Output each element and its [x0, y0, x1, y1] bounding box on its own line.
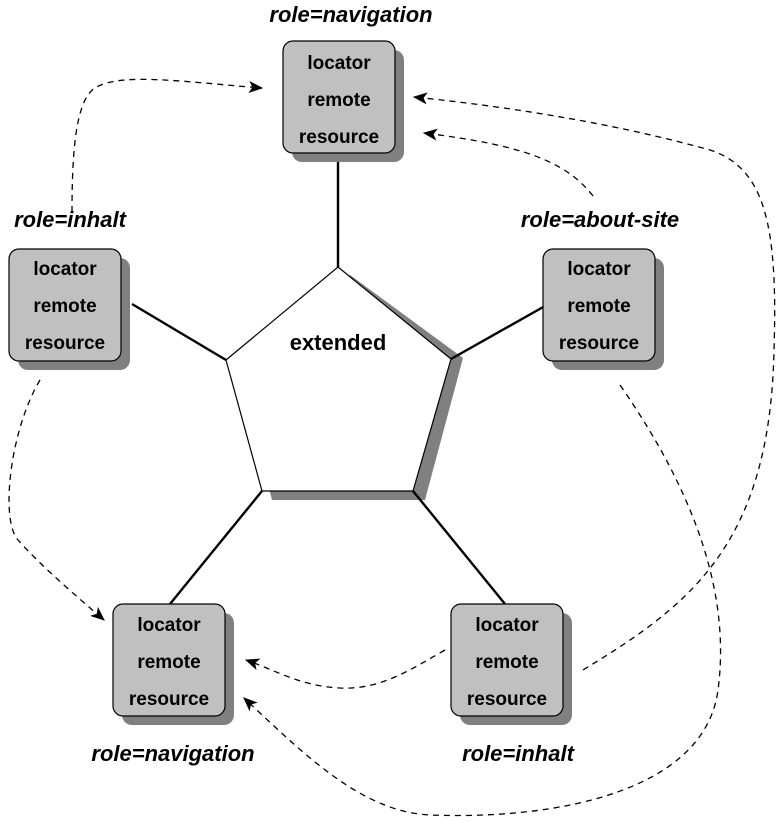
resource-top: locator remote resource role=navigation [269, 2, 433, 162]
traversal-left-to-bottom-left [8, 379, 105, 621]
resource-line-locator: locator [475, 615, 539, 636]
traversal-right-to-top [422, 128, 594, 197]
resource-line-resource: resource [467, 689, 547, 710]
traversal-left-to-top [71, 78, 264, 213]
extended-label: extended [290, 330, 387, 355]
arc-bottom-right [412, 490, 506, 605]
traversal-bottom-right-to-bottom-left [244, 649, 446, 689]
resource-line-remote: remote [567, 296, 630, 317]
resource-line-resource: resource [559, 333, 639, 354]
resource-line-locator: locator [137, 615, 201, 636]
resource-line-remote: remote [137, 652, 200, 673]
resource-box [112, 603, 226, 717]
role-label-bottom-left: role=navigation [91, 741, 254, 766]
resource-box [450, 603, 564, 717]
resource-line-remote: remote [33, 296, 96, 317]
resource-right: locator remote resource role=about-site [521, 207, 679, 370]
resource-line-remote: remote [307, 90, 370, 111]
resource-box [542, 248, 656, 362]
resource-line-locator: locator [567, 259, 631, 280]
arc-left [131, 302, 227, 362]
resource-line-resource: resource [25, 333, 105, 354]
resource-line-resource: resource [129, 689, 209, 710]
resource-line-locator: locator [33, 259, 97, 280]
traversal-bottom-right-to-top [412, 92, 776, 671]
role-label-top: role=navigation [269, 2, 432, 27]
extended-pentagon [225, 266, 452, 492]
arc-bottom-left [169, 490, 263, 605]
role-label-bottom-right: role=inhalt [462, 741, 576, 766]
resource-left: locator remote resource role=inhalt [8, 207, 130, 370]
resource-line-locator: locator [307, 53, 371, 74]
resource-bottom-left: locator remote resource role=navigation [91, 603, 255, 766]
resource-box [282, 40, 396, 154]
resource-box [8, 248, 122, 362]
role-label-left: role=inhalt [14, 207, 128, 232]
role-label-right: role=about-site [521, 207, 679, 232]
resource-bottom-right: locator remote resource role=inhalt [450, 603, 576, 766]
traversal-right-to-bottom-left [243, 384, 722, 817]
resource-line-resource: resource [299, 127, 379, 148]
arc-right [450, 304, 546, 361]
resource-line-remote: remote [475, 652, 538, 673]
